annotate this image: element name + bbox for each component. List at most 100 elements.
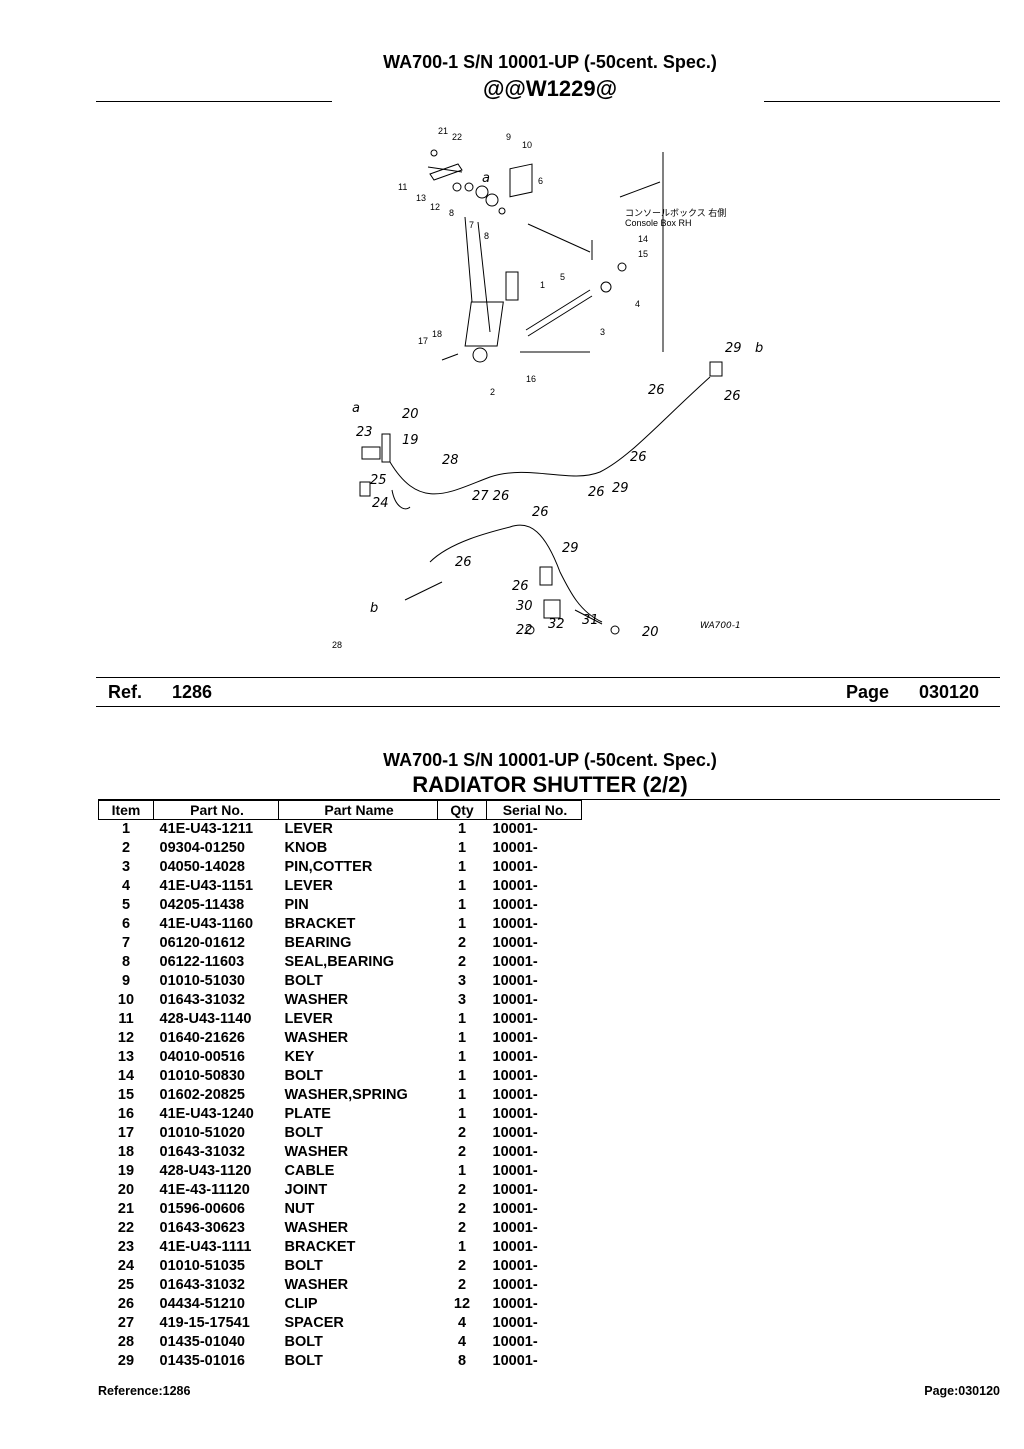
svg-text:20: 20 <box>402 407 419 422</box>
svg-text:b: b <box>755 341 763 356</box>
table-row: 23 41E-U43-1111 BRACKET 1 10001- <box>99 1238 582 1257</box>
item-number: 11 <box>118 1011 134 1027</box>
svg-text:26: 26 <box>588 485 605 500</box>
part-name: BOLT <box>284 1125 323 1141</box>
part-name: WASHER <box>284 1144 349 1160</box>
item-number: 22 <box>117 1220 135 1236</box>
part-name: PIN <box>284 897 309 913</box>
svg-text:6: 6 <box>538 176 543 186</box>
serial-number: 10001- <box>492 1239 538 1255</box>
serial-number: 10001- <box>492 954 538 970</box>
svg-text:18: 18 <box>432 329 442 339</box>
item-number: 1 <box>121 821 131 837</box>
item-number: 20 <box>117 1182 135 1198</box>
part-number: 01010-51020 <box>159 1125 245 1141</box>
item-number: 4 <box>121 878 131 894</box>
part-name: BOLT <box>284 1334 323 1350</box>
item-number: 12 <box>117 1030 135 1046</box>
serial-number: 10001- <box>492 1315 538 1331</box>
svg-text:26: 26 <box>455 555 472 570</box>
part-name: LEVER <box>284 878 333 894</box>
serial-number: 10001- <box>492 840 538 856</box>
svg-text:17: 17 <box>418 336 428 346</box>
part-name: BRACKET <box>284 1239 356 1255</box>
svg-text:23: 23 <box>356 425 373 440</box>
part-name: NUT <box>284 1201 315 1217</box>
quantity: 2 <box>457 1182 467 1198</box>
serial-number: 10001- <box>492 1201 538 1217</box>
quantity: 1 <box>457 916 467 932</box>
svg-text:24: 24 <box>372 496 389 511</box>
ref-value: 1286 <box>172 682 213 702</box>
svg-text:29: 29 <box>725 341 742 356</box>
part-name: BOLT <box>284 973 323 989</box>
part-number: 01643-30623 <box>159 1220 245 1236</box>
quantity: 2 <box>457 935 467 951</box>
svg-text:b: b <box>370 601 378 616</box>
quantity: 1 <box>457 1068 467 1084</box>
serial-number: 10001- <box>492 1106 538 1122</box>
quantity: 3 <box>457 973 467 989</box>
serial-number: 10001- <box>492 878 538 894</box>
svg-text:32: 32 <box>548 617 565 632</box>
svg-text:16: 16 <box>526 374 536 384</box>
section-model: WA700-1 S/N 10001-UP (-50cent. Spec.) <box>383 750 717 770</box>
svg-text:8: 8 <box>449 208 454 218</box>
diagram-page-mark: 28 <box>332 640 342 650</box>
quantity: 1 <box>457 897 467 913</box>
part-number: 06122-11603 <box>159 954 245 970</box>
part-name: CLIP <box>284 1296 318 1312</box>
header-part-no: Part No. <box>153 800 279 820</box>
part-name: CABLE <box>284 1163 335 1179</box>
serial-number: 10001- <box>492 897 538 913</box>
part-number: 41E-U43-1211 <box>159 821 254 837</box>
quantity: 2 <box>457 1258 467 1274</box>
serial-number: 10001- <box>492 821 538 837</box>
part-number: 41E-U43-1160 <box>159 916 254 932</box>
quantity: 1 <box>457 1239 467 1255</box>
parts-table: Item Part No. Part Name Qty Serial No. 1… <box>98 800 582 1371</box>
svg-text:14: 14 <box>638 234 648 244</box>
serial-number: 10001- <box>492 1068 538 1084</box>
item-number: 24 <box>117 1258 135 1274</box>
svg-text:3: 3 <box>600 327 605 337</box>
part-number: 04434-51210 <box>159 1296 245 1312</box>
quantity: 1 <box>457 1030 467 1046</box>
quantity: 1 <box>457 840 467 856</box>
part-number: 41E-U43-1111 <box>159 1239 252 1255</box>
part-number: 428-U43-1120 <box>159 1163 252 1179</box>
header-item: Item <box>98 800 154 820</box>
item-number: 21 <box>117 1201 135 1217</box>
item-number: 23 <box>117 1239 135 1255</box>
part-number: 01643-31032 <box>159 1277 245 1293</box>
item-number: 29 <box>117 1353 135 1369</box>
header-rule-left <box>96 101 332 102</box>
part-name: BOLT <box>284 1068 323 1084</box>
svg-text:8: 8 <box>484 231 489 241</box>
svg-text:26: 26 <box>512 579 529 594</box>
quantity: 2 <box>457 1277 467 1293</box>
item-number: 14 <box>117 1068 135 1084</box>
svg-text:29: 29 <box>612 481 629 496</box>
item-number: 10 <box>117 992 135 1008</box>
header-part-name: Part Name <box>278 800 438 820</box>
serial-number: 10001- <box>492 1030 538 1046</box>
svg-text:10: 10 <box>522 140 532 150</box>
part-name: PIN,COTTER <box>284 859 373 875</box>
svg-text:22: 22 <box>516 623 533 638</box>
quantity: 2 <box>457 1201 467 1217</box>
section-rule <box>98 799 1000 800</box>
item-number: 28 <box>117 1334 135 1350</box>
